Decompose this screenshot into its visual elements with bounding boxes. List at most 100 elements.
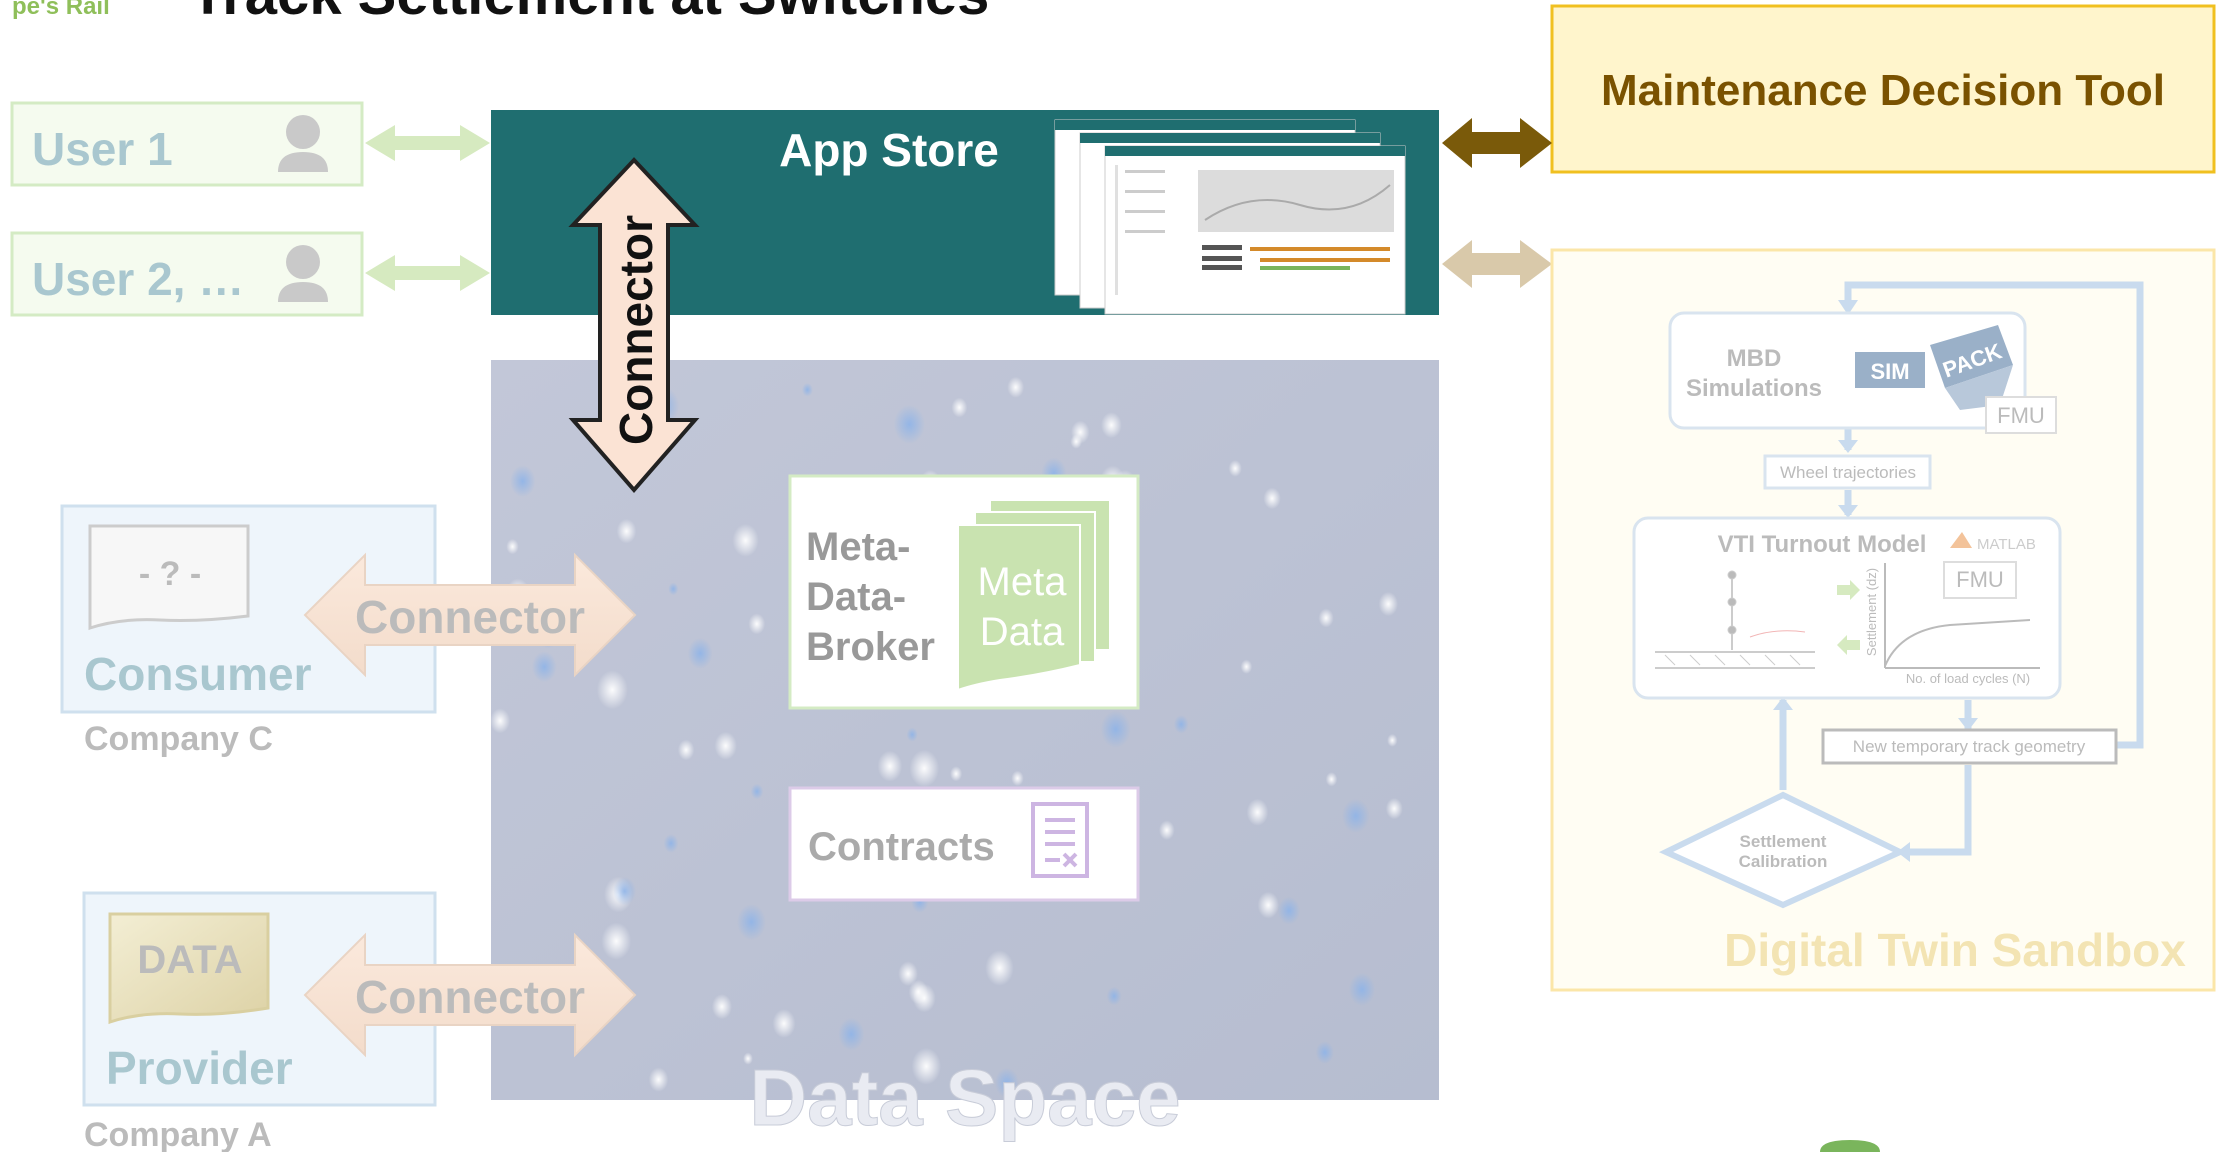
consumer-doc-label: - ? -	[139, 555, 201, 593]
bokeh-dot	[995, 1067, 1019, 1098]
bokeh-dot	[909, 749, 940, 788]
bokeh-dot	[1246, 798, 1269, 826]
mbd-fmu-label: FMU	[1997, 403, 2045, 428]
consumer-company: Company C	[84, 720, 273, 758]
maintenance-decision-tool: Maintenance Decision Tool	[1550, 4, 2216, 174]
provider-connector-label: Connector	[355, 971, 585, 1023]
broker-line-1: Meta-	[806, 525, 910, 569]
matlab-label: MATLAB	[1977, 536, 2036, 553]
calibration-line-1: Settlement	[1740, 832, 1827, 851]
bokeh-dot	[750, 783, 764, 800]
bokeh-dot	[893, 404, 926, 444]
bokeh-dot	[596, 670, 628, 710]
vti-label: VTI Turnout Model	[1718, 531, 1927, 558]
app-store-panel: App Store	[491, 110, 1439, 315]
bokeh-dot	[906, 727, 918, 742]
bokeh-dot	[1240, 659, 1253, 674]
bokeh-dot	[950, 766, 963, 782]
bokeh-dot	[1228, 460, 1242, 477]
app-connector-arrow: Connector	[568, 157, 700, 494]
bokeh-dot	[616, 518, 637, 544]
plot-xlabel: No. of load cycles (N)	[1906, 671, 2030, 686]
bokeh-dot	[648, 1067, 669, 1092]
bokeh-dot	[711, 994, 733, 1020]
bokeh-dot	[748, 613, 766, 635]
consumer-connector-label: Connector	[355, 591, 585, 643]
bokeh-dot	[490, 708, 510, 734]
bokeh-dot	[801, 383, 813, 397]
bokeh-dot	[506, 538, 519, 555]
user-icon	[278, 115, 328, 172]
bokeh-dot	[898, 961, 918, 986]
provider-label: Provider	[106, 1042, 293, 1094]
plot-ylabel: Settlement (dz)	[1864, 568, 1879, 656]
contract-icon	[1031, 802, 1089, 878]
bokeh-dot	[1106, 986, 1122, 1006]
broker-line-2: Data-	[806, 575, 906, 619]
bokeh-dot	[531, 651, 557, 683]
digital-twin-label: Digital Twin Sandbox	[1724, 924, 2186, 976]
bokeh-dot	[1159, 820, 1175, 840]
bokeh-dot	[1263, 487, 1281, 510]
query-doc-icon: - ? -	[88, 524, 250, 631]
user-icon	[278, 245, 328, 302]
bokeh-dot	[1277, 896, 1301, 925]
user-1-box: User 1	[10, 101, 364, 187]
bokeh-dot	[951, 397, 968, 418]
bokeh-dot	[985, 950, 1014, 986]
bokeh-dot	[601, 922, 632, 960]
user-2-box: User 2, …	[10, 231, 364, 317]
bokeh-dot	[1007, 376, 1025, 398]
user-1-label: User 1	[32, 123, 173, 175]
provider-doc-label: DATA	[137, 938, 242, 982]
data-space-label: Data Space	[749, 1053, 1180, 1142]
bokeh-dot	[1257, 891, 1280, 919]
bokeh-dot	[743, 1052, 753, 1065]
settlement-calibration: Settlement Calibration	[1658, 791, 1908, 909]
data-space-panel	[490, 354, 1439, 1100]
bokeh-dot	[714, 731, 737, 760]
sandbox-arrow	[1442, 240, 1552, 288]
bokeh-dot	[1385, 797, 1403, 820]
new-geometry-label: New temporary track geometry	[1853, 737, 2086, 756]
bokeh-dot	[1348, 973, 1376, 1006]
bokeh-dot	[1378, 591, 1399, 617]
user-2-label: User 2, …	[32, 253, 244, 305]
bokeh-dot	[613, 877, 636, 906]
matlab-icon	[1950, 532, 1972, 548]
logo-text: pe's Rail	[12, 0, 110, 20]
bokeh-dot	[1387, 733, 1398, 747]
sim-label: SIM	[1870, 359, 1909, 384]
contracts-box: Contracts	[788, 786, 1140, 902]
settlement-plot: Settlement (dz) No. of load cycles (N)	[1864, 563, 2040, 686]
logo-circle	[1820, 1140, 1880, 1152]
provider-company: Company A	[84, 1116, 272, 1152]
slide-title: Track Settlement at Switches	[190, 0, 989, 27]
bokeh-dot	[687, 637, 713, 670]
consumer-label: Consumer	[84, 648, 312, 700]
bokeh-dot	[1315, 1041, 1334, 1064]
bokeh-dot	[1070, 434, 1082, 449]
bokeh-dot	[772, 1009, 796, 1038]
mbd-simulations-box: MBD Simulations SIM PACK FMU	[1668, 311, 2057, 434]
track-model-sketch	[1655, 570, 1815, 669]
data-doc-icon: DATA	[108, 912, 270, 1025]
app-store-label: App Store	[779, 124, 999, 176]
bokeh-dot	[1325, 772, 1338, 787]
bokeh-dot	[911, 1047, 941, 1085]
wheel-trajectories-label: Wheel trajectories	[1780, 463, 1916, 482]
digital-twin-sandbox: MBD Simulations SIM PACK FMU Wheel traje…	[1550, 248, 2216, 992]
consumer-connector-arrow: Connector	[303, 552, 637, 678]
bokeh-dot	[510, 465, 536, 498]
bokeh-dot	[732, 524, 759, 557]
vti-turnout-model: VTI Turnout Model MATLAB FMU Set	[1632, 516, 2062, 700]
bokeh-dot	[677, 739, 695, 761]
bokeh-dot	[668, 582, 679, 596]
bokeh-dot	[1342, 798, 1370, 834]
app-screenshots	[1054, 119, 1406, 315]
maintenance-arrow	[1442, 118, 1552, 168]
broker-line-3: Broker	[806, 625, 935, 669]
arrow-right-icon	[1837, 580, 1860, 600]
metadata-doc-icon: Meta Data	[957, 499, 1111, 692]
